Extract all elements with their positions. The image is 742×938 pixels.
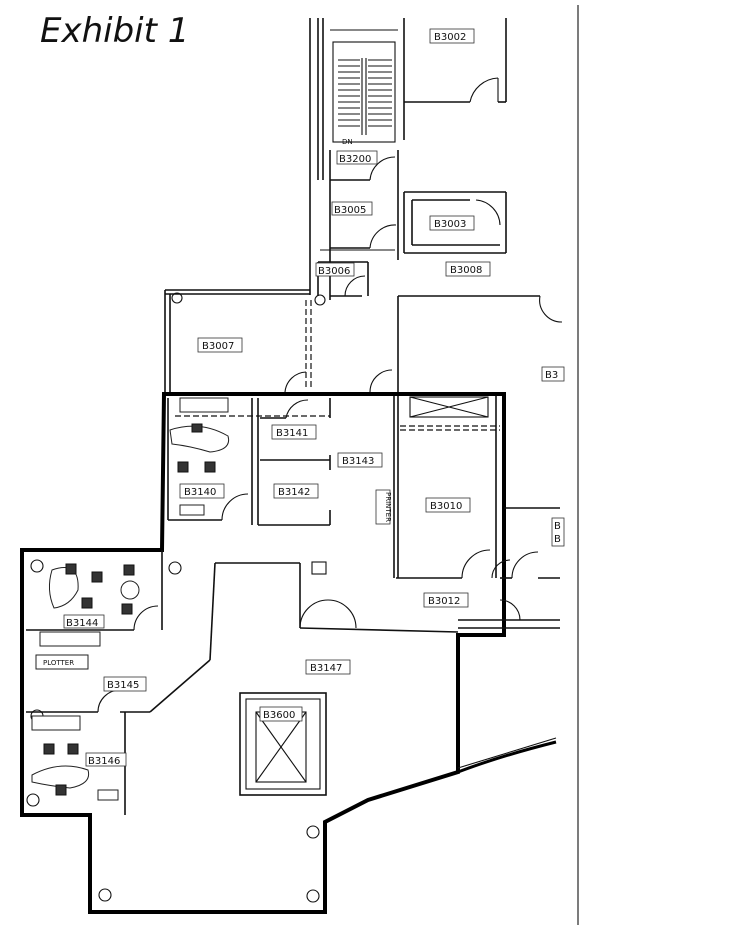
room-label-b3005: B3005 [331,201,373,216]
svg-text:B: B [554,534,561,545]
svg-text:B3142: B3142 [278,487,310,498]
svg-text:B3010: B3010 [430,501,462,512]
svg-text:B3012: B3012 [428,596,460,607]
svg-text:B3008: B3008 [450,265,482,276]
suite-interior-walls [26,396,560,815]
svg-text:B3143: B3143 [342,456,374,467]
stair-down-label: DN [342,138,353,146]
svg-text:B3: B3 [545,370,558,381]
room-label-b3007: B3007 [197,337,243,353]
svg-text:B3002: B3002 [434,32,466,43]
svg-text:PRINTER: PRINTER [384,492,392,522]
svg-text:B3005: B3005 [334,205,366,216]
svg-text:B3144: B3144 [66,618,98,629]
svg-text:B: B [554,521,561,532]
room-label-b3143: B3143 [337,452,383,468]
room-label-b3142: B3142 [273,483,319,499]
room-label-b3600: B3600 [259,706,303,722]
room-label-b3003: B3003 [429,215,475,231]
room-label-b3146: B3146 [85,752,127,767]
svg-text:B3147: B3147 [310,663,342,674]
svg-text:B3006: B3006 [318,266,350,277]
room-label-b3012: B3012 [423,592,469,608]
room-label-b3010: B3010 [425,497,471,513]
room-label-b3144: B3144 [63,614,105,629]
room-label-b3008: B3008 [445,261,491,277]
svg-text:B3600: B3600 [263,710,295,721]
room-label-b3147: B3147 [305,659,351,675]
suite-boundary-curve [457,740,557,774]
room-label-b3145: B3145 [103,676,147,692]
room-b3007-walls [164,289,326,393]
svg-text:PLOTTER: PLOTTER [43,659,74,667]
printer-label: PRINTER [375,489,392,525]
room-label-b3140: B3140 [179,483,225,499]
stairs: DN [338,58,392,146]
room-label-b3200: B3200 [336,150,378,165]
plotter-label: PLOTTER [35,654,89,670]
svg-text:B3200: B3200 [339,154,371,165]
svg-text:B3141: B3141 [276,428,308,439]
svg-text:B3140: B3140 [184,487,216,498]
svg-text:B3145: B3145 [107,680,139,691]
column-markers [26,559,320,903]
svg-text:B3146: B3146 [88,756,120,767]
room-label-b3002: B3002 [429,28,475,44]
suite-boundary [20,392,506,914]
right-room-walls [369,295,563,395]
room-label-b3006: B3006 [315,262,355,277]
furniture-b3146 [31,715,119,801]
upper-walls [309,18,507,300]
shaft-b3600 [239,692,327,796]
room-label-b-side: B B [551,517,565,547]
room-label-b3141: B3141 [271,424,317,440]
svg-text:B3007: B3007 [202,341,234,352]
exhibit-title: Exhibit 1 [40,11,189,51]
furniture-b3140 [169,397,230,516]
room-label-b3-partial: B3 [541,366,565,382]
svg-text:B3003: B3003 [434,219,466,230]
